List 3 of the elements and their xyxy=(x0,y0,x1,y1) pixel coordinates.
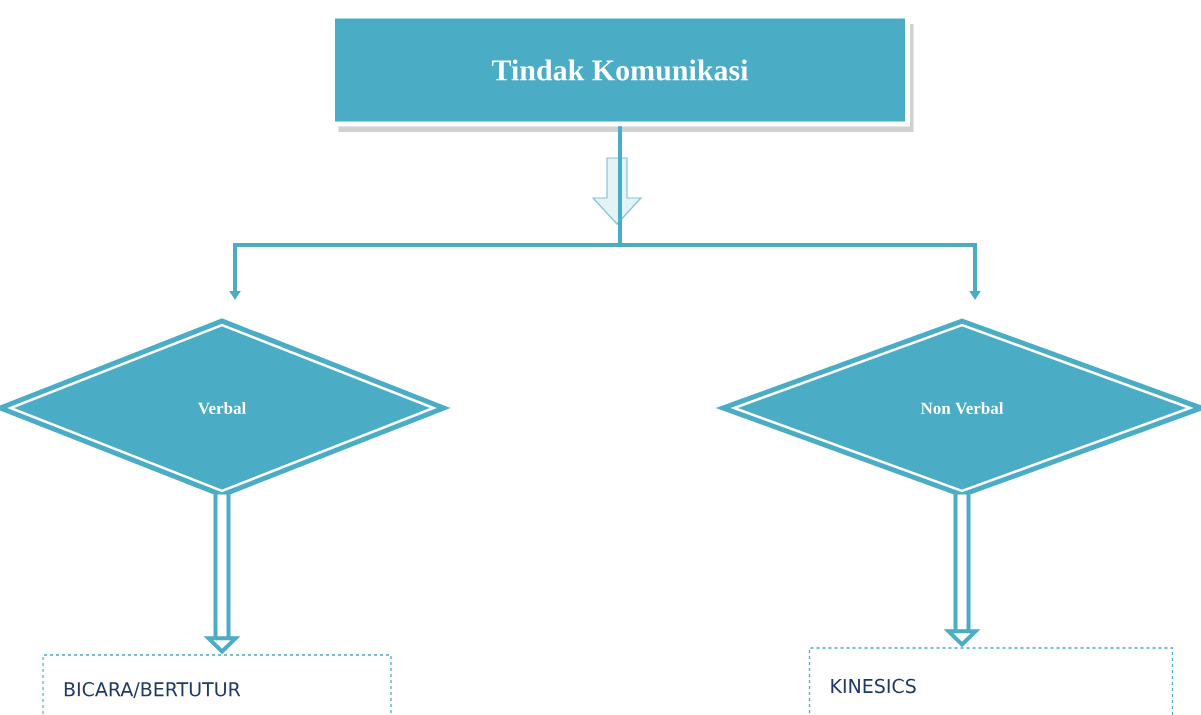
dashed-box: BICARA/BERTUTUR xyxy=(42,654,392,715)
dashed-box: KINESICS xyxy=(808,647,1174,715)
title-box: Tindak Komunikasi xyxy=(330,13,910,127)
